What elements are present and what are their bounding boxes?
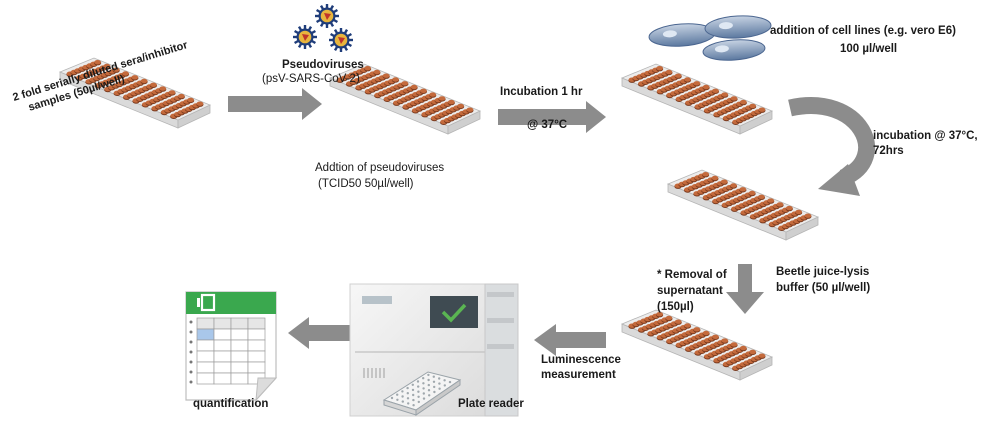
luminescence-label-line2: measurement <box>541 369 616 381</box>
removal-label-line2: supernatant <box>657 285 723 297</box>
incubation2-label-line1: incubation @ 37°C, <box>873 130 978 142</box>
plate-lysis <box>620 309 773 381</box>
addition-label-line2: (TCID50 50µl/well) <box>318 178 414 190</box>
incubation1-label-line1: Incubation 1 hr <box>500 86 583 98</box>
removal-label-line1: * Removal of <box>657 269 727 281</box>
arrow-left-2 <box>288 317 350 349</box>
incubation2-label-line2: 72hrs <box>873 145 904 157</box>
spreadsheet-icon <box>185 291 278 402</box>
plate-reader-icon <box>349 283 519 417</box>
pseudoviruses-subtitle: (psV-SARS-CoV-2) <box>262 73 360 85</box>
beetle-label-line2: buffer (50 µl/well) <box>776 282 871 294</box>
arrow-right-2 <box>498 101 606 133</box>
check-icon <box>441 303 467 323</box>
microplate-icon <box>382 371 462 416</box>
cells-label-line1: addition of cell lines (e.g. vero E6) <box>770 25 956 37</box>
pseudovirus-icon <box>329 28 353 52</box>
arrow-left-1 <box>534 324 606 356</box>
cell-icon <box>704 15 772 39</box>
pseudovirus-icon <box>315 4 339 28</box>
arrow-down <box>726 264 764 314</box>
plate-samples <box>58 57 211 129</box>
incubation1-label-line2: @ 37°C <box>527 119 568 131</box>
pseudoviruses-title: Pseudoviruses <box>282 59 364 71</box>
removal-label-line3: (150µl) <box>657 301 694 313</box>
plate-incubation <box>620 63 773 135</box>
cell-icon <box>702 39 766 61</box>
plate-reader-label: Plate reader <box>458 398 524 410</box>
plate-pseudovirus <box>328 63 481 135</box>
arrow-curved <box>788 97 876 196</box>
plate-cells-incubated <box>666 169 819 241</box>
luminescence-label-line1: Luminescence <box>541 354 621 366</box>
cells-label-line2: 100 µl/well <box>840 43 898 55</box>
arrow-right-1 <box>228 88 322 120</box>
pseudovirus-icon <box>293 25 317 49</box>
addition-label-line1: Addtion of pseudoviruses <box>315 162 445 174</box>
beetle-label-line1: Beetle juice-lysis <box>776 266 870 278</box>
quantification-label: quantification <box>193 398 269 410</box>
